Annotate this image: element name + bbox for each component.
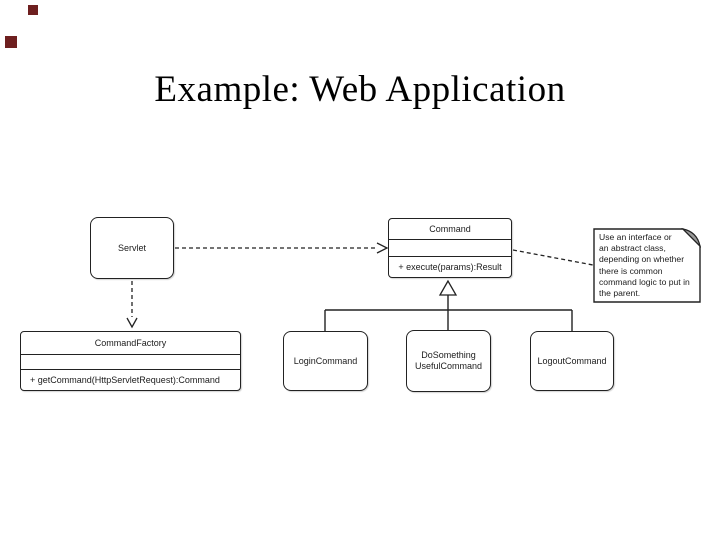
class-box-command: Command + execute(params):Result: [388, 218, 512, 278]
class-name-label: LoginCommand: [293, 355, 358, 366]
class-box-dosomethingusefulcommand: DoSomething UsefulCommand: [406, 330, 491, 392]
class-name-line2: UsefulCommand: [414, 361, 483, 371]
class-box-commandfactory: CommandFactory + getCommand(HttpServletR…: [20, 331, 241, 391]
uml-note: Use an interface or an abstract class, d…: [593, 228, 701, 303]
note-text-line: Use an interface or: [599, 232, 672, 242]
note-text-line: command logic to put in: [599, 276, 690, 287]
note-fold-icon: [681, 228, 701, 248]
note-text-line: depending on whether: [599, 254, 685, 265]
note-body: [593, 228, 701, 303]
class-name-label: DoSomething UsefulCommand: [415, 350, 482, 372]
note-shape: [593, 228, 701, 303]
note-text-line: the parent.: [599, 288, 641, 299]
open-arrowhead-icon: [376, 242, 389, 254]
class-box-logoutcommand: LogoutCommand: [530, 331, 614, 391]
attributes-compartment: [389, 239, 511, 256]
open-arrowhead-icon: [126, 317, 138, 329]
operation-label: + execute(params):Result: [389, 256, 511, 277]
accent-square-decoration: [5, 36, 17, 48]
page-title: Example: Web Application: [154, 69, 566, 110]
class-name-label: LogoutCommand: [537, 355, 607, 366]
class-name-label: CommandFactory: [94, 337, 167, 348]
class-name-label: Command: [429, 223, 471, 234]
note-anchor-line: [512, 249, 594, 266]
attributes-compartment: [21, 354, 240, 369]
operation-label: + getCommand(HttpServletRequest):Command: [21, 369, 240, 390]
note-text: Use an interface or an abstract class, d…: [599, 232, 697, 299]
accent-square-decoration: [28, 5, 38, 15]
class-name-line1: DoSomething: [421, 350, 476, 360]
class-box-servlet: Servlet: [90, 217, 174, 279]
class-name-label: Servlet: [117, 242, 146, 253]
class-box-logincommand: LoginCommand: [283, 331, 368, 391]
generalization-triangle-icon: [438, 279, 458, 296]
note-text-line: an abstract class,: [599, 243, 666, 254]
note-text-line: there is common: [599, 265, 663, 276]
